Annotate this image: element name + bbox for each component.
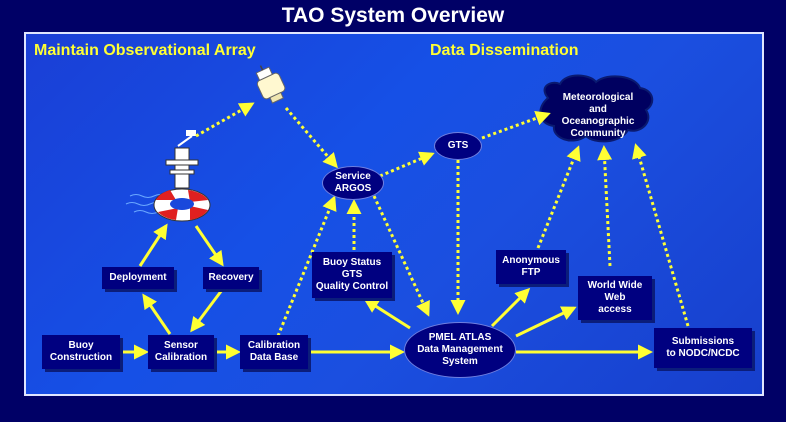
arrow-caldb-to-argos <box>276 195 337 337</box>
section-title-data-dissemination: Data Dissemination <box>430 42 579 59</box>
community-label: Meteorological and Oceanographic Communi… <box>561 92 635 139</box>
satellite-icon <box>255 65 286 104</box>
arrow-pmel-to-www <box>515 306 577 338</box>
arrow-argos-to-pmel <box>372 195 430 317</box>
arrow-pmel-to-status <box>363 298 411 330</box>
buoy-construction-box: Buoy Construction <box>42 335 120 369</box>
buoy-icon <box>153 130 211 222</box>
submissions-box: Submissions to NODC/NCDC <box>654 328 752 368</box>
recovery-box: Recovery <box>203 267 259 289</box>
arrow-gts-to-community <box>481 111 551 140</box>
arrow-calibration-to-deployment <box>142 293 172 335</box>
arrow-www-to-community <box>597 145 613 267</box>
arrow-buoy-to-recovery <box>194 225 224 267</box>
arrow-satellite-to-argos <box>284 107 338 169</box>
deployment-box: Deployment <box>102 267 174 289</box>
page-title: TAO System Overview <box>281 4 505 27</box>
service-argos-node: Service ARGOS <box>322 166 384 200</box>
pmel-atlas-node: PMEL ATLAS Data Management System <box>404 322 516 378</box>
calibration-database-box: Calibration Data Base <box>240 335 308 369</box>
sensor-calibration-box: Sensor Calibration <box>148 335 214 369</box>
arrow-submissions-to-community <box>632 143 690 327</box>
anonymous-ftp-box: Anonymous FTP <box>496 250 566 284</box>
community-cloud <box>539 74 654 143</box>
world-wide-web-box: World Wide Web access <box>578 276 652 320</box>
section-title-observational-array: Maintain Observational Array <box>34 42 256 59</box>
arrow-buoy-to-satellite <box>195 102 255 138</box>
buoy-status-box: Buoy Status GTS Quality Control <box>312 252 392 298</box>
arrow-argos-to-gts <box>379 151 435 178</box>
arrow-pmel-to-ftp <box>490 287 531 328</box>
arrow-recovery-to-calibration <box>190 289 224 333</box>
gts-node: GTS <box>434 132 482 160</box>
arrow-deployment-to-buoy <box>138 223 168 267</box>
arrow-ftp-to-community <box>536 145 581 249</box>
